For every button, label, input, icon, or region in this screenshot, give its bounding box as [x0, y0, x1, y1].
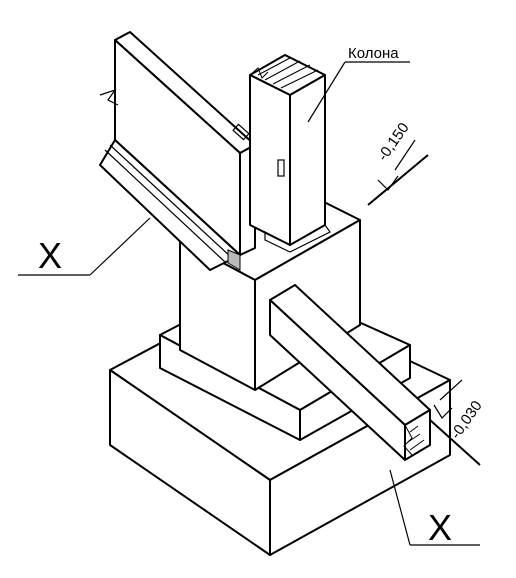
column-callout: Колона	[307, 45, 410, 123]
level-top-text: -0,150	[374, 120, 412, 165]
wall-panel	[99, 31, 256, 271]
column-label: Колона	[348, 45, 399, 62]
level-mark-top: -0,150	[367, 120, 429, 206]
section-mark-right: X	[389, 469, 480, 548]
level-bottom-text: -0,030	[447, 398, 485, 443]
section-left-text: X	[38, 235, 62, 276]
section-mark-left: X	[18, 217, 151, 276]
column	[249, 54, 331, 253]
section-right-text: X	[428, 507, 452, 548]
tie-beam	[269, 284, 431, 461]
